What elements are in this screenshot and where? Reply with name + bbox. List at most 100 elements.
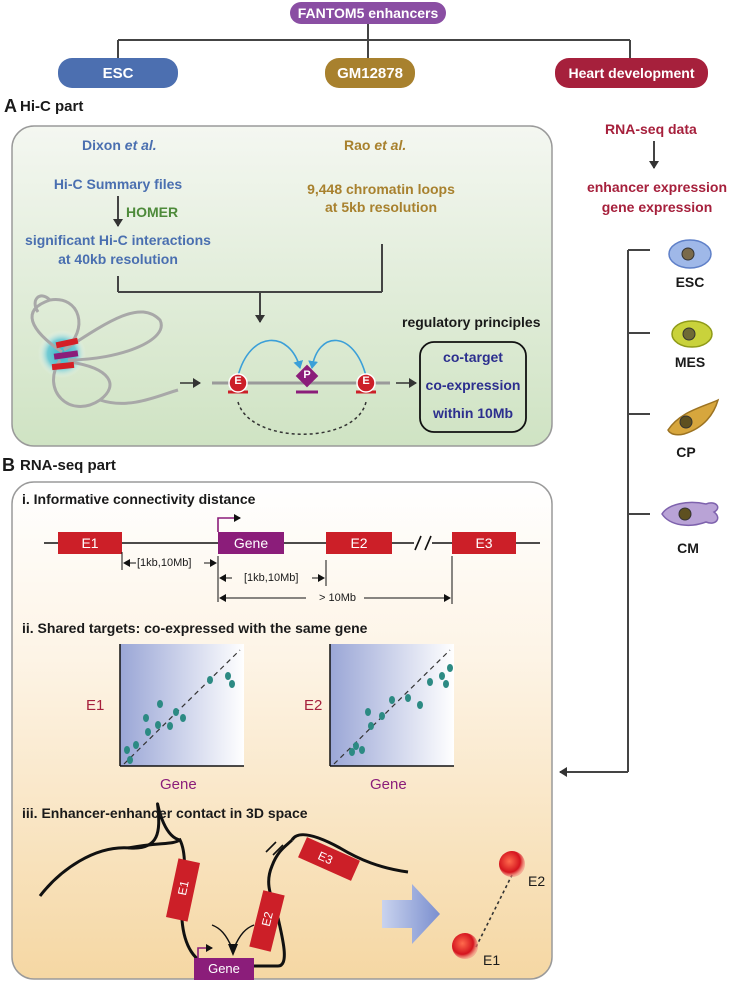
gene-expression-label: gene expression	[601, 199, 713, 215]
rnaseq-panel	[11, 481, 553, 980]
enhancer-label-left: E	[234, 375, 242, 387]
big-blue-arrow	[382, 884, 440, 944]
cell-icon-cp	[667, 398, 720, 436]
gene-block-3d-label: Gene	[208, 961, 240, 976]
scatter-dot	[127, 756, 133, 764]
tss-arrow	[217, 514, 241, 532]
enhancer-circle-left	[228, 373, 248, 393]
cell-label-cm: CM	[677, 540, 699, 556]
promoter-diamond	[295, 364, 319, 388]
scatter-plot-2	[329, 644, 454, 767]
e2-block-3d	[249, 890, 285, 952]
scatter-dot	[368, 722, 374, 730]
plot1-x-label: Gene	[160, 776, 197, 793]
scatter-dot	[167, 722, 173, 730]
top-tree	[117, 24, 631, 58]
homer-label: HOMER	[126, 204, 179, 220]
cell-label-esc: ESC	[675, 274, 705, 290]
gene-box	[218, 532, 284, 554]
range-label-2: [1kb,10Mb]	[244, 572, 299, 584]
e1-block-3d-label: E1	[174, 879, 192, 897]
e1-sphere	[452, 933, 478, 959]
scatter-dot	[157, 700, 163, 708]
heart-development-pill: Heart development	[555, 58, 708, 88]
chromatin-loop-cartoon	[30, 294, 179, 408]
fantom5-pill: FANTOM5 enhancers	[290, 2, 446, 24]
esc-pill: ESC	[58, 58, 178, 88]
scatter-dot	[365, 708, 371, 716]
cell-icon-mes	[671, 320, 713, 348]
section-a-letter: A	[4, 96, 17, 116]
rao-line-1: 9,448 chromatin loops	[307, 181, 455, 197]
scatter-dot	[349, 748, 355, 756]
plot2-x-label: Gene	[370, 776, 407, 793]
scatter-dot	[379, 712, 385, 720]
range-label-3: > 10Mb	[319, 592, 356, 604]
dixon-files: Hi-C Summary files	[53, 176, 183, 192]
scatter-dot	[389, 696, 395, 704]
e1-box	[58, 532, 122, 554]
scatter-dot	[417, 701, 423, 709]
cell-label-mes: MES	[674, 354, 706, 370]
section-a-title: Hi-C part	[20, 98, 84, 115]
contact-e1-label: E1	[483, 952, 501, 968]
hic-panel	[11, 125, 553, 447]
scatter-dot	[225, 672, 231, 680]
promoter-label: P	[303, 369, 311, 381]
cell-icon-cm	[661, 501, 719, 527]
scatter-dot	[229, 680, 235, 688]
scatter-dot	[133, 741, 139, 749]
contact-3d-cartoon	[38, 802, 409, 980]
cell-icon-esc	[668, 239, 712, 269]
enhancer-contact	[452, 851, 525, 959]
cell-tree	[559, 249, 650, 777]
scatter-dot	[207, 676, 213, 684]
scatter-dot	[439, 672, 445, 680]
principle-co-target: co-target	[443, 349, 503, 365]
contact-e2-label: E2	[528, 873, 546, 889]
rao-line-2: at 5kb resolution	[324, 199, 438, 215]
scatter-dot	[180, 714, 186, 722]
rnaseq-data-title: RNA-seq data	[605, 121, 697, 137]
regulatory-schematic	[212, 339, 390, 435]
scatter-dot	[427, 678, 433, 686]
e3-box	[452, 532, 516, 554]
scatter-dot	[353, 742, 359, 750]
dixon-result-line-1: significant Hi-C interactions	[25, 232, 211, 248]
e1-block-3d	[166, 858, 200, 922]
plot1-y-label: E1	[86, 697, 105, 714]
scatter-dot	[124, 746, 130, 754]
scatter-dot	[155, 721, 161, 729]
rao-citation: Rao et al.	[344, 137, 407, 153]
section-b-title: RNA-seq part	[20, 457, 116, 474]
scatter-dot	[447, 664, 453, 672]
e3-box-label: E3	[475, 535, 493, 551]
dixon-result-line-2: at 40kb resolution	[58, 251, 178, 267]
distance-schematic	[44, 514, 540, 604]
principle-within-10mb: within 10Mb	[432, 405, 514, 421]
scatter-dot	[143, 714, 149, 722]
scatter-dot	[173, 708, 179, 716]
enhancer-label-right: E	[362, 375, 370, 387]
e2-box	[326, 532, 392, 554]
principle-co-expression: co-expression	[425, 377, 521, 393]
scatter-dot	[443, 680, 449, 688]
enhancer-expression-label: enhancer expression	[586, 179, 728, 195]
subheading-3d-contact: iii. Enhancer-enhancer contact in 3D spa…	[22, 805, 308, 821]
gm12878-pill: GM12878	[325, 58, 415, 88]
principles-box	[419, 341, 527, 433]
gene-box-label: Gene	[233, 535, 269, 551]
scatter-dot	[359, 746, 365, 754]
dixon-citation: Dixon et al.	[82, 137, 157, 153]
subheading-distance: i. Informative connectivity distance	[22, 491, 256, 507]
e1-box-label: E1	[81, 535, 99, 551]
cell-label-cp: CP	[676, 444, 696, 460]
e2-box-label: E2	[350, 535, 368, 551]
section-b-letter: B	[2, 455, 15, 475]
scatter-dot	[405, 694, 411, 702]
plot2-y-label: E2	[304, 697, 323, 714]
subheading-shared-targets: ii. Shared targets: co-expressed with th…	[22, 620, 368, 636]
e2-sphere	[499, 851, 525, 877]
e3-block-3d	[298, 837, 360, 881]
